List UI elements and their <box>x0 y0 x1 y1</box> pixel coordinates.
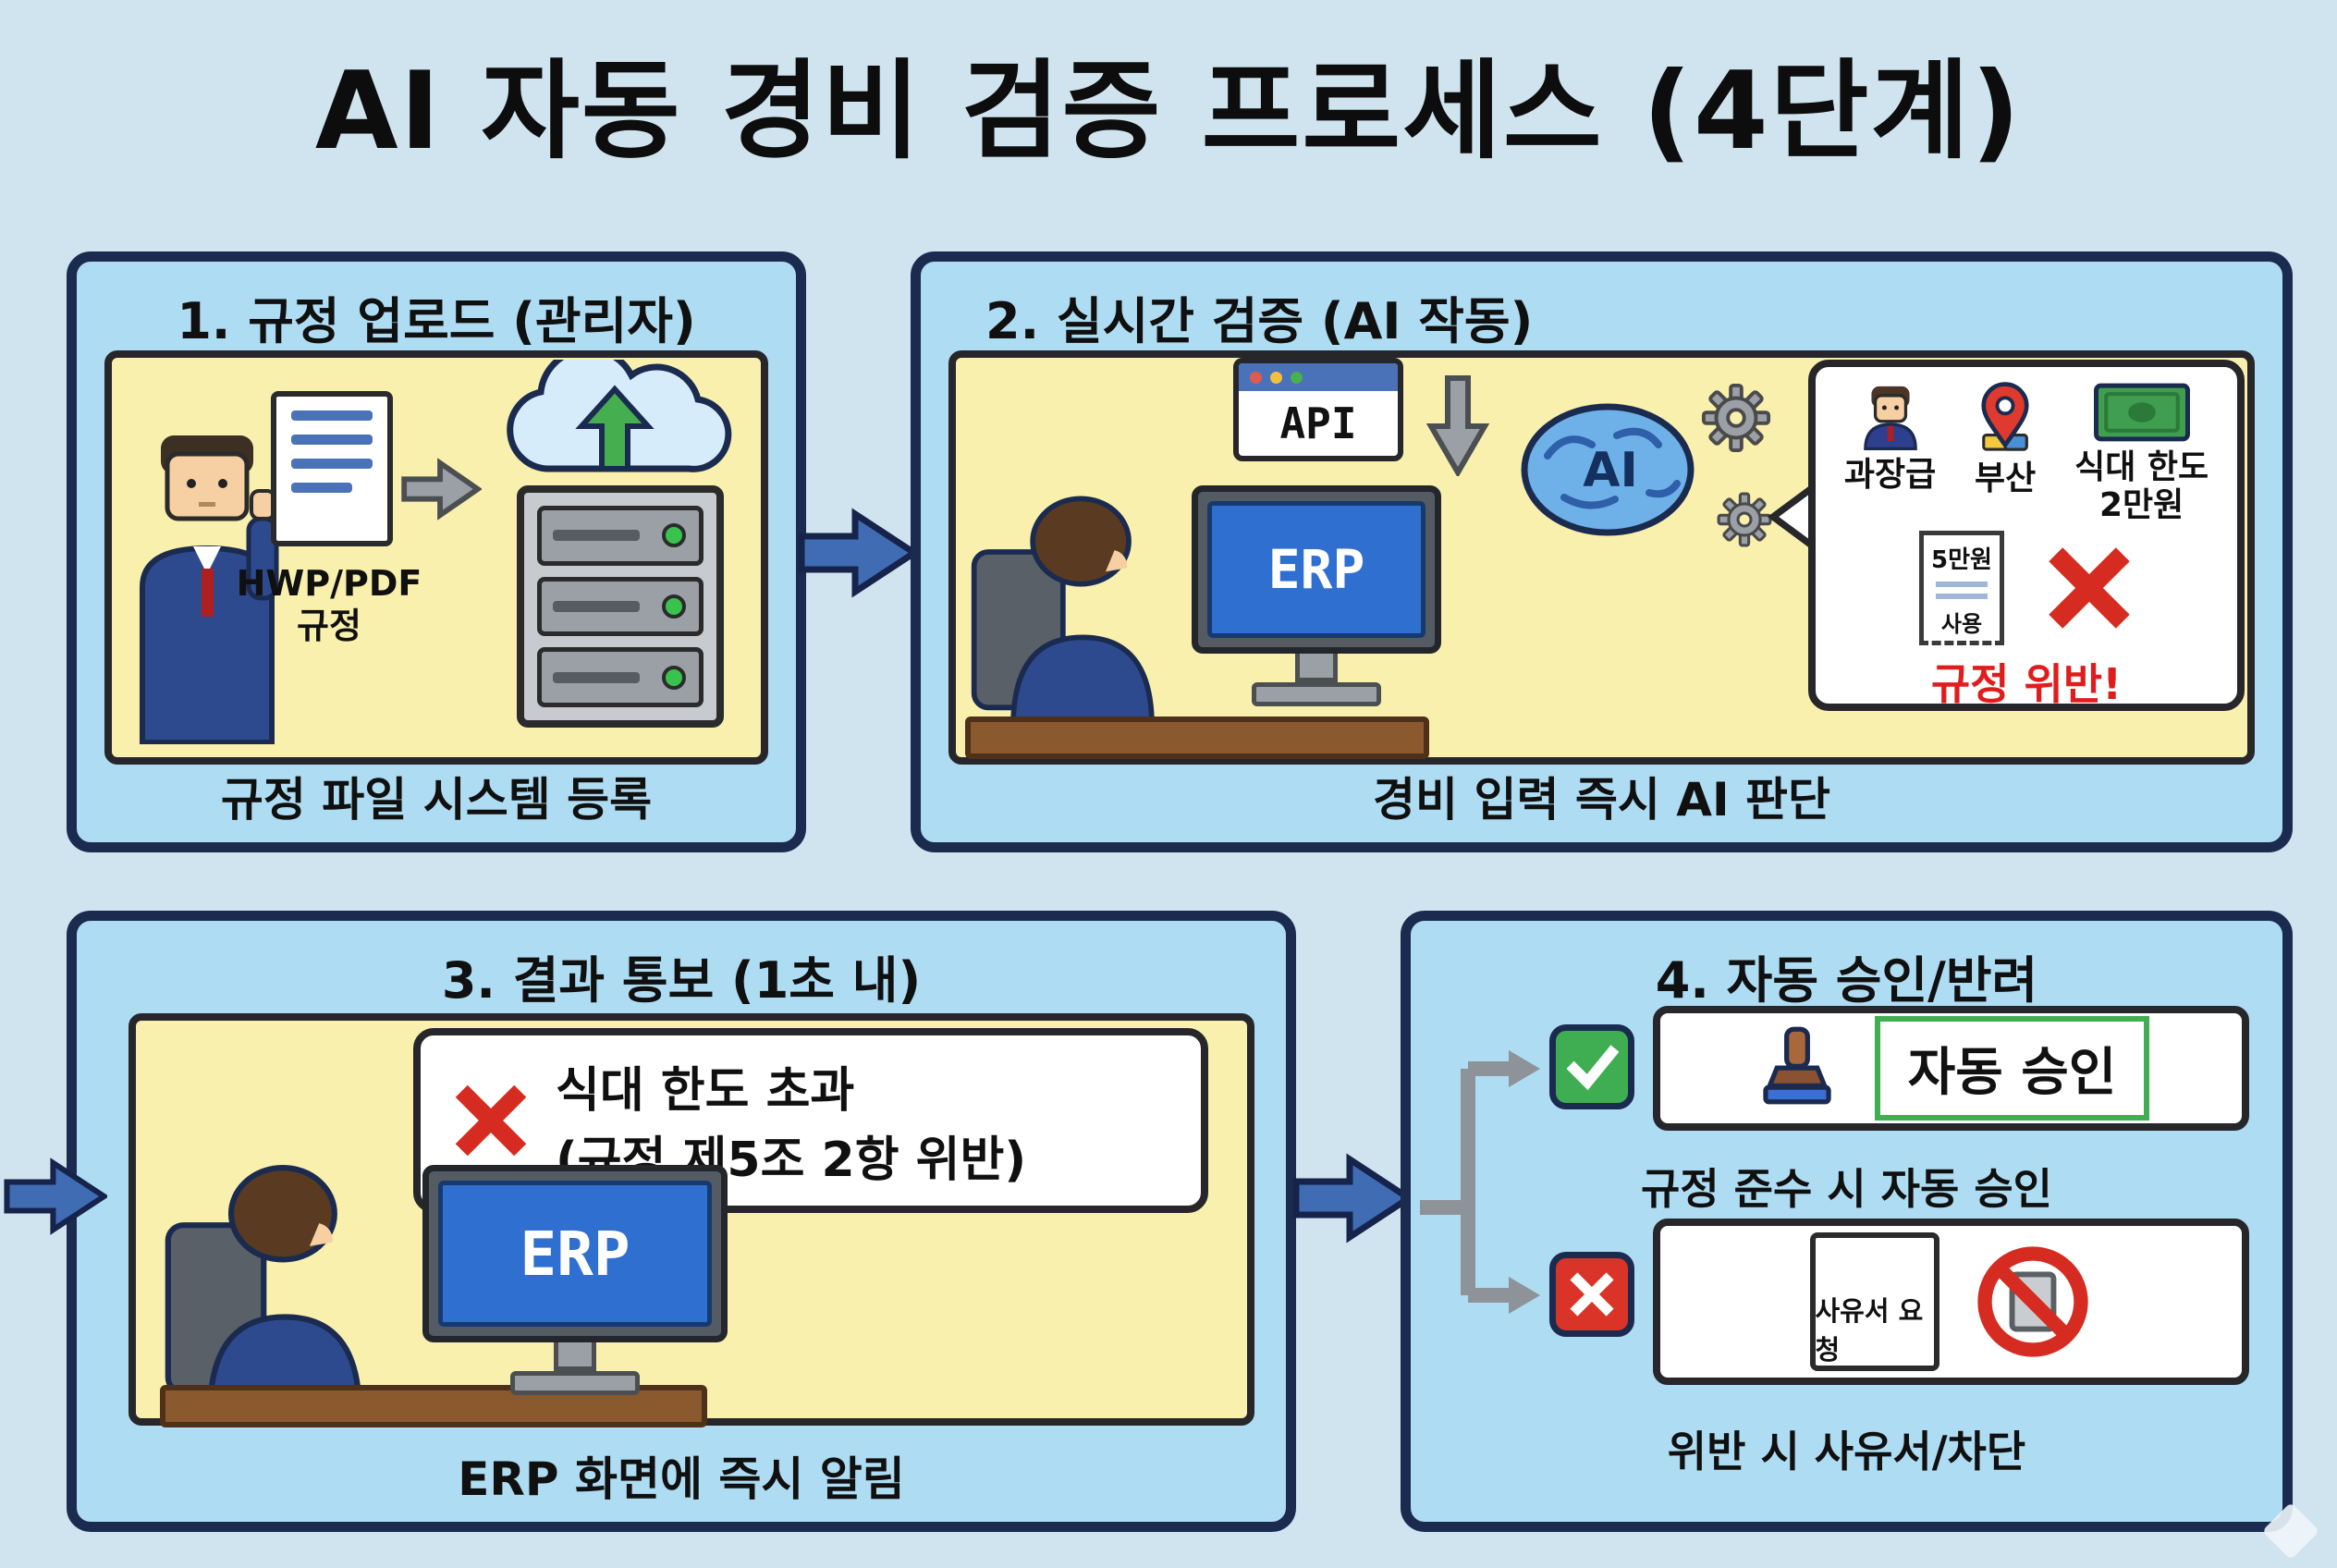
step2-panel: 2. 실시간 검증 (AI 작동) ERP <box>911 251 2293 852</box>
receipt-violation-row: 5만원 사용 <box>1816 530 2237 645</box>
step3-panel: 3. 결과 통보 (1초 내) 식대 한도 초과 (규정 제5조 2항 위반) <box>67 911 1296 1532</box>
step3-caption: ERP 화면에 즉시 알림 <box>458 1452 905 1506</box>
block-arrow-into-step3 <box>4 1158 107 1235</box>
doc-line <box>291 435 373 445</box>
server-icon <box>517 485 724 728</box>
reject-caption: 위반 시 사유서/차단 <box>1667 1427 2026 1476</box>
map-pin-icon <box>1981 382 2029 451</box>
prohibition-icon <box>1976 1246 2088 1357</box>
server-unit <box>537 647 704 708</box>
document-icon <box>271 391 393 546</box>
ai-label: AI <box>1583 443 1638 498</box>
monitor-neck <box>1295 654 1338 682</box>
monitor-base <box>1252 682 1381 706</box>
window-dot <box>1291 371 1303 384</box>
red-x-badge-icon <box>1549 1252 1634 1337</box>
monitor-neck <box>554 1342 596 1371</box>
doc-line <box>291 459 373 469</box>
doc-line <box>291 410 373 421</box>
step4-header: 4. 자동 승인/반려 <box>1655 951 2038 1010</box>
explanation-doc-icon: 사유서 요청 <box>1809 1232 1939 1371</box>
step2-caption: 경비 입력 즉시 AI 판단 <box>1373 773 1830 827</box>
step4-panel: 4. 자동 승인/반려 자동 승인 규정 준수 시 자동 승인 <box>1401 911 2293 1532</box>
document-label: HWP/PDF 규정 <box>236 563 422 646</box>
block-arrow-step3-to-step4 <box>1292 1153 1415 1243</box>
window-dot <box>1250 371 1262 384</box>
step1-illustration: HWP/PDF 규정 <box>104 350 768 765</box>
check-limit-item: 식대 한도 2만원 <box>2074 382 2209 525</box>
alert-line1: 식대 한도 초과 <box>556 1063 855 1119</box>
receipt-icon: 5만원 사용 <box>1919 530 2004 645</box>
violation-label: 규정 위반! <box>1930 658 2123 709</box>
employee-at-desk-icon <box>165 1165 362 1415</box>
window-dot <box>1270 371 1282 384</box>
step2-header: 2. 실시간 검증 (AI 작동) <box>985 292 1534 350</box>
erp-monitor-icon: ERP <box>1192 485 1441 706</box>
stamp-icon <box>1763 1026 1831 1104</box>
alert-bubble: 식대 한도 초과 (규정 제5조 2항 위반) <box>413 1028 1208 1213</box>
ai-brain-icon: AI <box>1521 403 1695 536</box>
red-x-icon <box>2049 547 2130 629</box>
server-unit <box>537 576 704 637</box>
ai-brain-group: AI <box>1511 382 1788 576</box>
receipt-sub-label: 사용 <box>1940 610 1983 637</box>
check-location-item: 부산 <box>1975 382 2036 497</box>
api-window-icon: API <box>1233 358 1403 461</box>
reject-doc-label: 사유서 요청 <box>1815 1295 1924 1366</box>
employee-at-desk-icon <box>971 496 1155 729</box>
step1-panel: 1. 규정 업로드 (관리자) HWP <box>67 251 806 852</box>
green-check-icon <box>1549 1024 1634 1109</box>
erp-screen-label: ERP <box>438 1181 712 1327</box>
step3-illustration: 식대 한도 초과 (규정 제5조 2항 위반) ERP <box>128 1013 1254 1427</box>
businessman-icon <box>140 435 279 744</box>
doc-line <box>291 483 352 493</box>
receipt-lines <box>1936 575 1988 606</box>
branch-connector-icon <box>1420 1050 1540 1314</box>
check-person-item: 과장급 <box>1844 382 1936 494</box>
check-location-label: 부산 <box>1975 459 2037 497</box>
server-unit <box>537 506 704 566</box>
step2-illustration: ERP API <box>948 350 2255 765</box>
ai-check-bubble: 과장급 부산 <box>1808 360 2245 711</box>
desk <box>965 717 1429 759</box>
page-title: AI 자동 경비 검증 프로세스 (4단계) <box>314 49 2023 174</box>
block-arrow-step1-to-step2 <box>798 508 921 598</box>
step1-caption: 규정 파일 시스템 등록 <box>220 773 653 827</box>
receipt-amount: 5만원 <box>1931 545 1992 574</box>
approve-stamp-label: 자동 승인 <box>1874 1016 2150 1121</box>
step1-header: 1. 규정 업로드 (관리자) <box>177 292 696 350</box>
money-bill-icon <box>2093 383 2190 442</box>
gear-icon <box>1717 492 1772 547</box>
step3-header: 3. 결과 통보 (1초 내) <box>441 951 922 1010</box>
approve-caption: 규정 준수 시 자동 승인 <box>1641 1164 2052 1214</box>
api-window-titlebar <box>1239 363 1398 391</box>
right-arrow-icon <box>401 458 482 521</box>
person-badge-icon <box>1863 386 1917 450</box>
erp-monitor-icon: ERP <box>422 1165 728 1395</box>
red-x-icon <box>455 1084 527 1157</box>
approve-result-box: 자동 승인 <box>1653 1006 2249 1131</box>
check-limit-label: 식대 한도 2만원 <box>2074 448 2209 525</box>
down-arrow-icon <box>1425 375 1490 476</box>
cloud-upload-icon <box>507 360 732 472</box>
check-items-row: 과장급 부산 <box>1816 367 2237 525</box>
gear-icon <box>1701 383 1771 453</box>
erp-screen-label: ERP <box>1207 501 1425 638</box>
reject-result-box: 사유서 요청 <box>1653 1219 2249 1385</box>
monitor-base <box>510 1371 640 1395</box>
check-person-label: 과장급 <box>1843 456 1937 494</box>
api-label: API <box>1279 398 1357 448</box>
